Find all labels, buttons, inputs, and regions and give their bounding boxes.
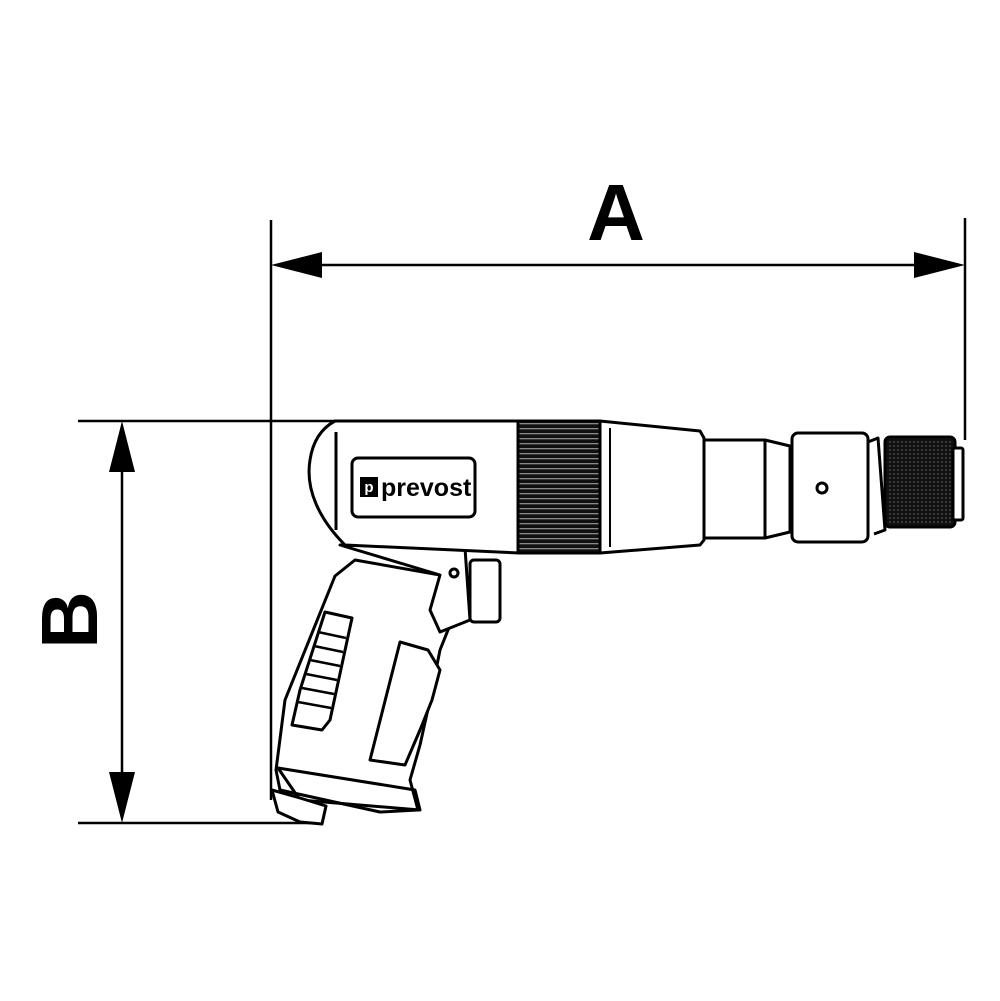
brand-logo-letter: p — [364, 479, 373, 496]
grip-insert — [290, 610, 354, 732]
grip-ribs — [297, 630, 347, 710]
grip-base — [276, 766, 422, 812]
arrowhead-top — [109, 421, 135, 472]
brand-text: prevost — [381, 474, 472, 502]
dimension-b-label: B — [25, 591, 114, 649]
brand-plate — [350, 456, 477, 519]
quick-change-nut — [883, 435, 957, 529]
trigger-pin — [448, 567, 460, 579]
trigger — [468, 558, 502, 624]
spring — [867, 436, 887, 536]
brand-logo — [360, 477, 378, 497]
arrowhead-bottom — [109, 772, 135, 823]
air-inlet — [270, 788, 328, 826]
barrel-taper — [598, 419, 706, 555]
barrel-neck — [702, 438, 792, 540]
dimension-a-label: A — [587, 168, 645, 257]
collar-pin — [815, 481, 829, 495]
arrowhead-right — [914, 252, 965, 278]
front-grip-pad — [368, 640, 442, 767]
retainer-collar — [790, 431, 870, 544]
air-hammer: p prevost — [270, 419, 965, 826]
dimension-a — [269, 218, 967, 800]
nut-end — [951, 446, 965, 522]
dimension-b — [78, 419, 335, 825]
arrowhead-left — [271, 252, 322, 278]
knurled-barrel — [516, 419, 602, 555]
